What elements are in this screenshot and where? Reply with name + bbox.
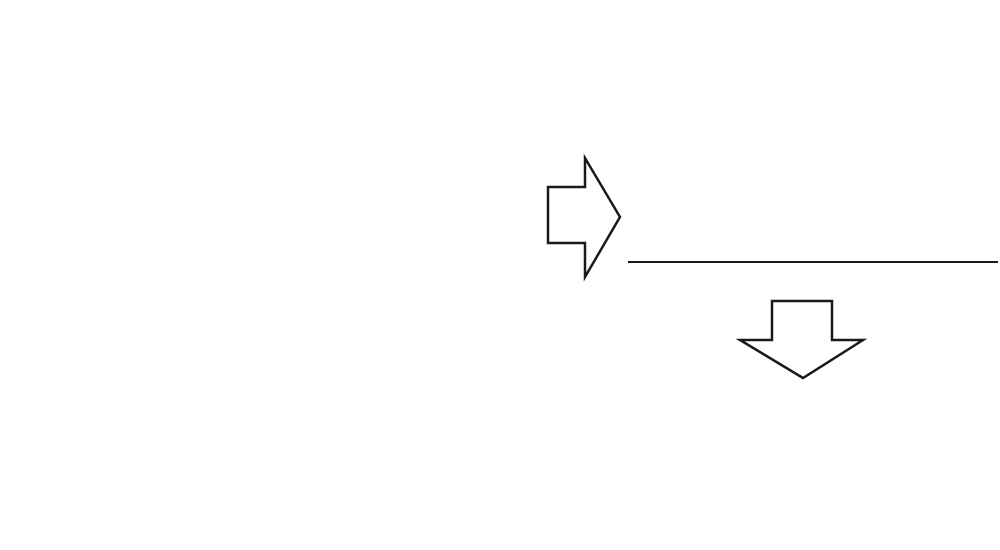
concentric-rings-diagram (0, 0, 560, 550)
flow-arrow-down-icon (735, 299, 868, 380)
histogram-baseline (628, 260, 998, 263)
neighbor-star-icon (560, 66, 602, 108)
navigation-star-icon (557, 25, 601, 69)
flow-arrow-right-icon (546, 153, 622, 282)
guide-star-icon (736, 494, 768, 526)
efb-rf-table (597, 388, 985, 474)
